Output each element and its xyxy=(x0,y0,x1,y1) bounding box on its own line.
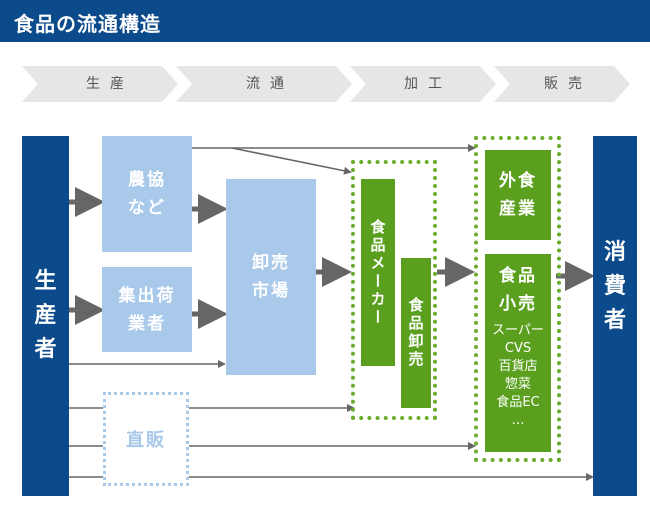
food-maker-label: 食品メーカー xyxy=(368,218,387,327)
direct-sale-label: 直販 xyxy=(126,430,166,451)
retail-item-supermarket: スーパー xyxy=(492,323,544,338)
producer-char-1: 生 xyxy=(34,269,57,294)
line-coop-processing xyxy=(231,147,352,175)
retail-item-food-ec: 食品EC xyxy=(496,395,540,410)
stage-label-distribution: 流通 xyxy=(246,76,294,92)
food-wholesale-label: 食品卸売 xyxy=(406,297,425,369)
food-retail-title-1: 食品 xyxy=(499,266,537,286)
shipper-line-1: 集出荷 xyxy=(118,285,176,306)
market-line-1: 卸売 xyxy=(252,253,290,273)
producer-char-2: 産 xyxy=(34,303,57,328)
retail-item-deli: 惣菜 xyxy=(504,377,531,392)
title-bar: 食品の流通構造 xyxy=(0,0,650,42)
food-wholesale-box: 食品卸売 xyxy=(401,258,431,408)
consumer-char-3: 者 xyxy=(603,308,626,333)
stage-label-processing: 加工 xyxy=(404,76,452,92)
direct-sale-box: 直販 xyxy=(103,392,189,486)
food-retail-box: 食品 小売 スーパー CVS 百貨店 惣菜 食品EC … xyxy=(485,254,551,452)
shipper-box: 集出荷 業者 xyxy=(102,267,192,352)
consumer-char-2: 費 xyxy=(603,274,626,299)
retail-item-department-store: 百貨店 xyxy=(498,359,538,374)
stage-label-sales: 販売 xyxy=(544,76,592,92)
food-service-line-1: 外食 xyxy=(499,171,537,191)
consumer-box: 消 費 者 xyxy=(593,136,637,496)
processing-group xyxy=(351,160,437,420)
consumer-char-1: 消 xyxy=(603,240,626,265)
wholesale-market-box: 卸売 市場 xyxy=(226,179,316,375)
coop-line-2: など xyxy=(128,198,166,218)
coop-line-1: 農協 xyxy=(128,170,166,190)
retail-item-ellipsis: … xyxy=(511,413,525,428)
food-service-line-2: 産業 xyxy=(499,199,537,219)
food-service-box: 外食 産業 xyxy=(485,150,551,240)
page-title: 食品の流通構造 xyxy=(14,12,161,36)
sales-group xyxy=(474,136,561,462)
food-retail-title-2: 小売 xyxy=(499,294,537,314)
shipper-line-2: 業者 xyxy=(128,313,166,334)
food-maker-box: 食品メーカー xyxy=(361,179,395,366)
producer-char-3: 者 xyxy=(34,337,57,362)
retail-item-cvs: CVS xyxy=(504,341,532,356)
stage-label-production: 生産 xyxy=(86,76,134,92)
producer-box: 生 産 者 xyxy=(22,136,69,496)
coop-box: 農協 など xyxy=(102,136,192,252)
market-line-2: 市場 xyxy=(252,281,290,301)
